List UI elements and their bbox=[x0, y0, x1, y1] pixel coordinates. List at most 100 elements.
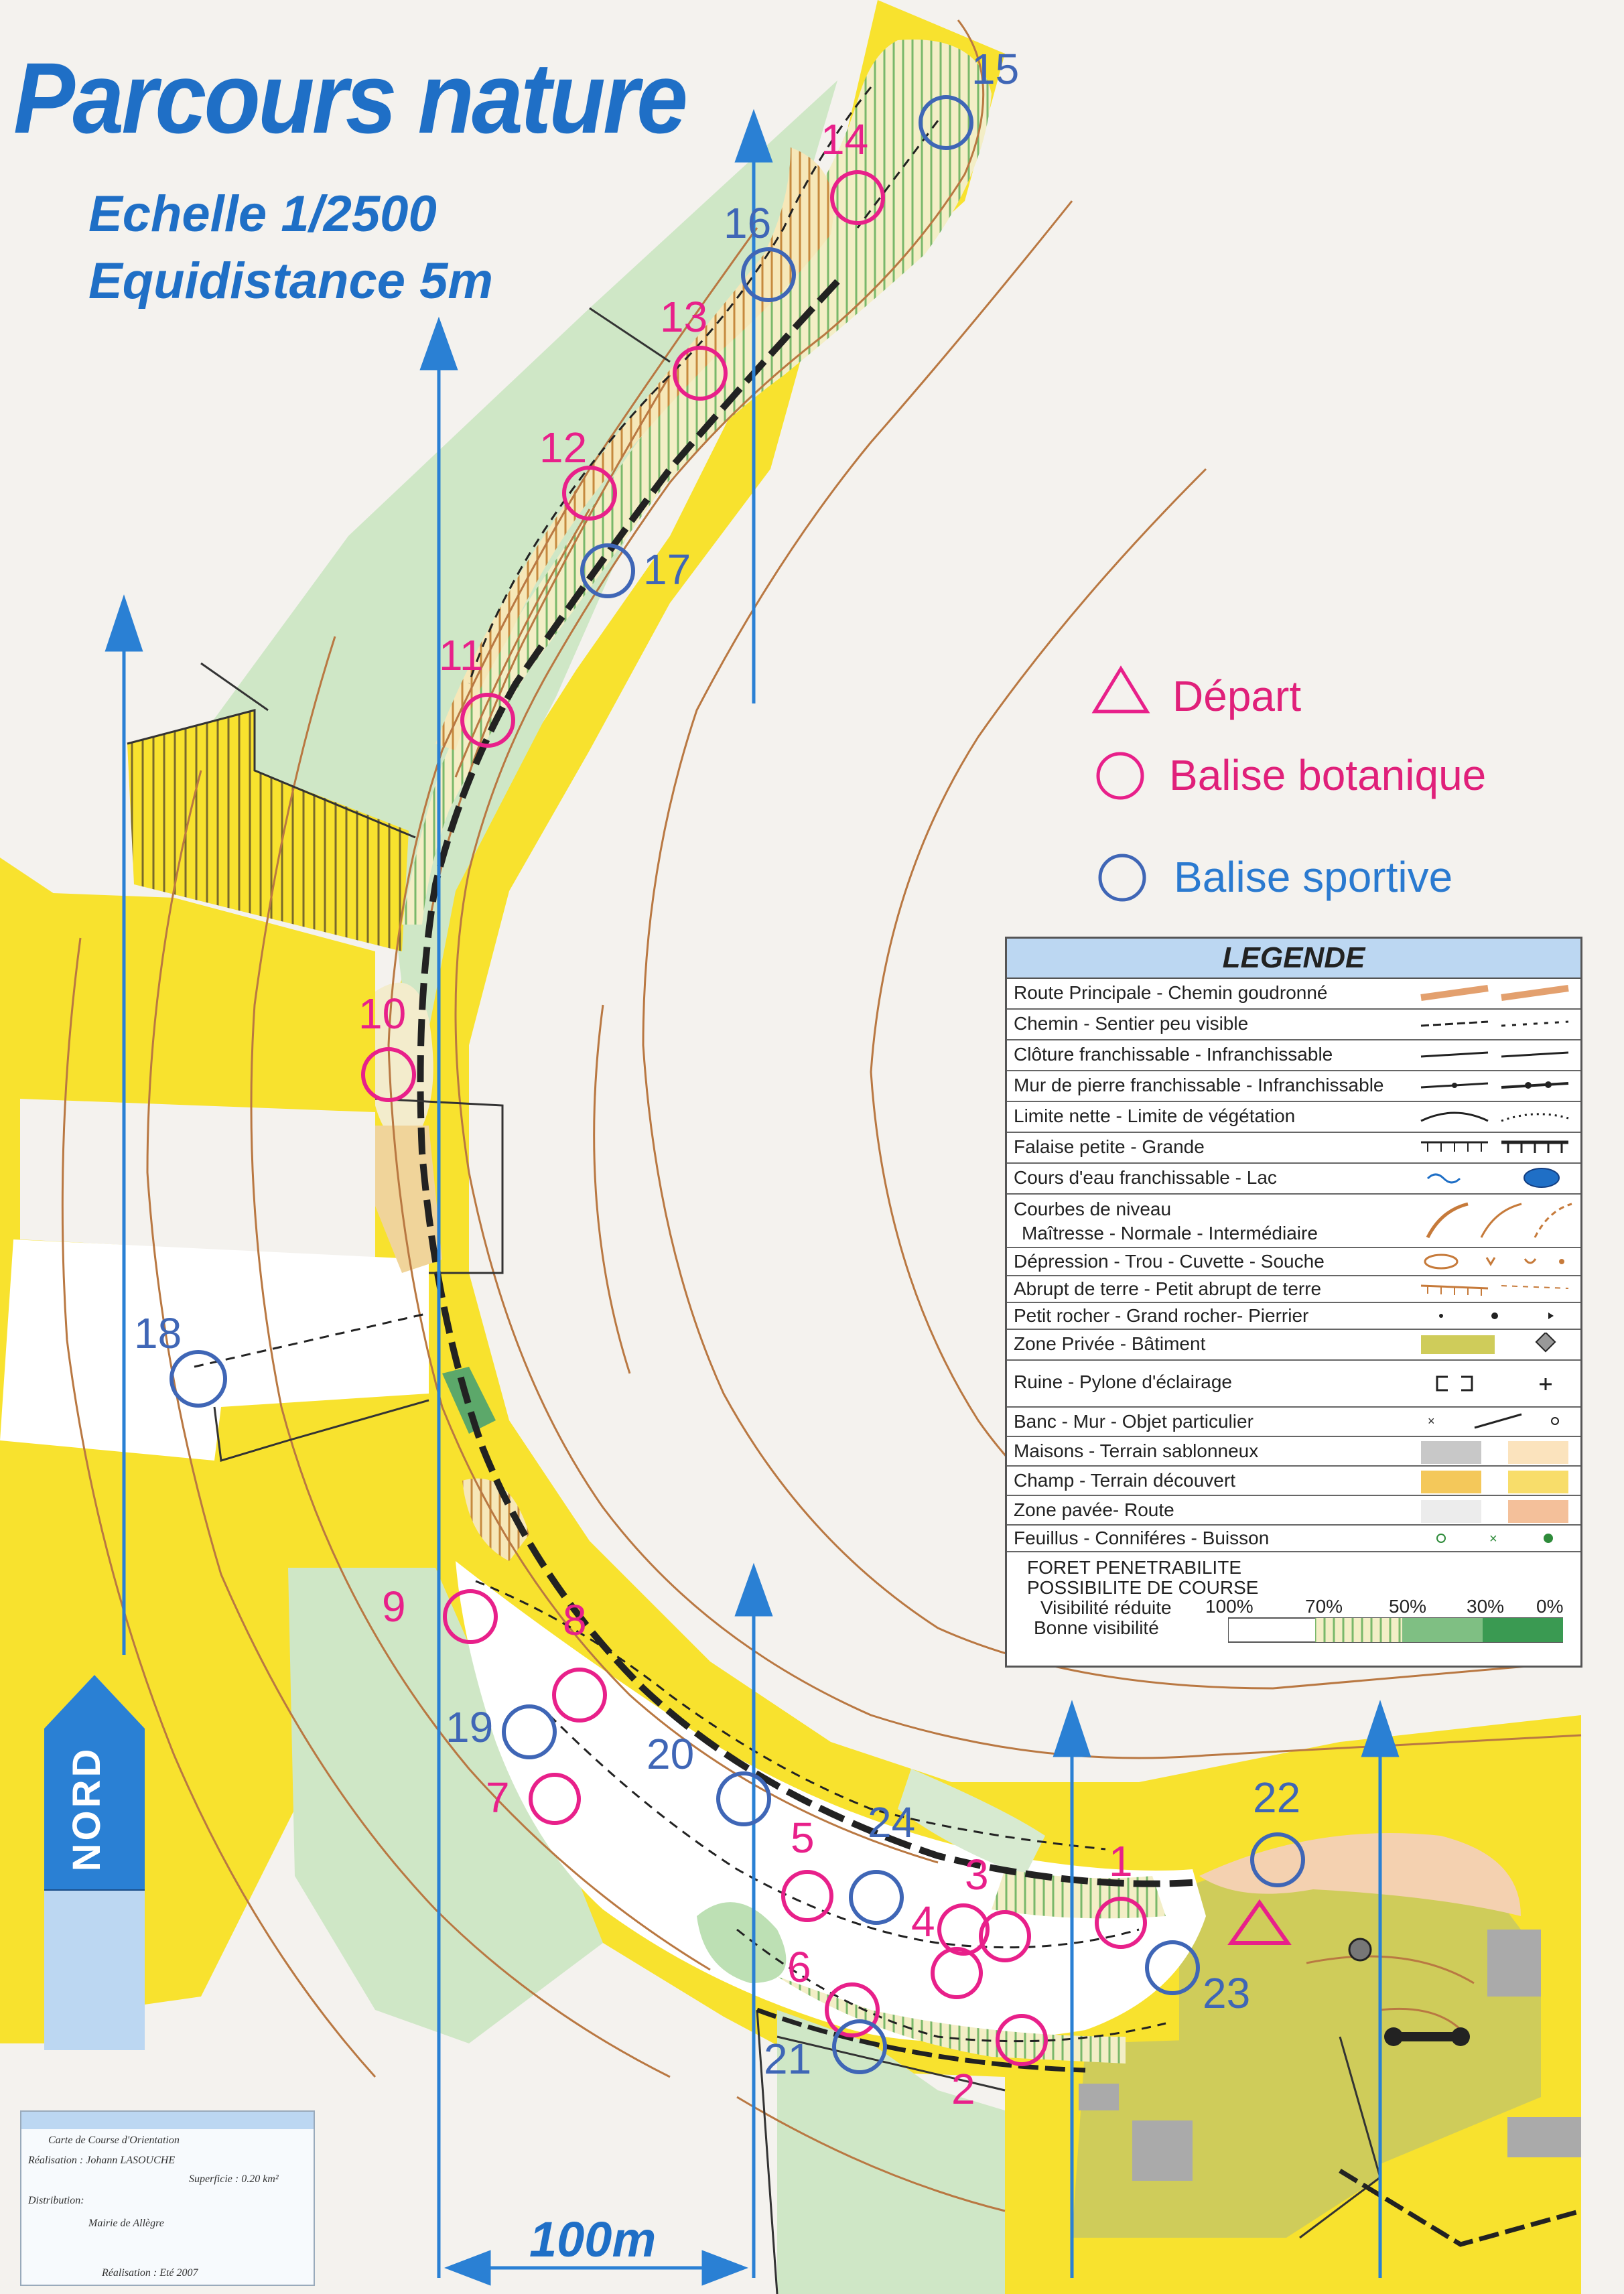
svg-text:14: 14 bbox=[821, 115, 868, 163]
control-2-circle[interactable] bbox=[996, 2014, 1048, 2066]
legend-label: Zone pavée- Route bbox=[1014, 1499, 1174, 1520]
pen-50: 50% bbox=[1389, 1596, 1427, 1617]
control-24-circle[interactable] bbox=[849, 1870, 904, 1925]
north-label: NORD bbox=[65, 1746, 109, 1872]
legend-label: Limite nette - Limite de végétation bbox=[1014, 1105, 1296, 1126]
legend-label: Chemin - Sentier peu visible bbox=[1014, 1013, 1249, 1034]
legend-label: Zone Privée - Bâtiment bbox=[1014, 1333, 1206, 1354]
control-labels: 1 2 3 4 5 6 7 8 9 10 11 12 13 14 15 16 1… bbox=[134, 45, 1300, 2113]
control-3-circle[interactable] bbox=[937, 1903, 990, 1956]
legend-row: Champ - Terrain découvert bbox=[1007, 1467, 1580, 1496]
legend-title: LEGENDE bbox=[1007, 939, 1580, 979]
control-6-circle[interactable] bbox=[825, 1982, 880, 2037]
svg-text:7: 7 bbox=[486, 1773, 510, 1822]
credits-distributor: Mairie de Allègre bbox=[88, 2218, 164, 2229]
credits-header bbox=[21, 2112, 314, 2129]
control-14-circle[interactable] bbox=[830, 170, 885, 225]
legend-row: Cours d'eau franchissable - Lac bbox=[1007, 1164, 1580, 1195]
control-10-circle[interactable] bbox=[361, 1047, 416, 1102]
legend-label: Champ - Terrain découvert bbox=[1014, 1470, 1235, 1491]
legend-row: Ruine - Pylone d'éclairage bbox=[1007, 1361, 1580, 1408]
svg-text:24: 24 bbox=[868, 1798, 915, 1846]
legend-row: Maisons - Terrain sablonneux bbox=[1007, 1437, 1580, 1467]
svg-text:20: 20 bbox=[647, 1730, 694, 1778]
private-field bbox=[127, 710, 409, 951]
control-23-circle[interactable] bbox=[1145, 1940, 1200, 1995]
pen-70: 70% bbox=[1305, 1596, 1343, 1617]
svg-text:6: 6 bbox=[787, 1943, 811, 1991]
control-4-circle[interactable] bbox=[931, 1947, 983, 1999]
stone-wall bbox=[756, 2007, 1086, 2073]
north-arrow bbox=[44, 1675, 145, 2050]
control-11-circle[interactable] bbox=[460, 693, 515, 748]
field-mid bbox=[0, 891, 375, 1139]
road-swatch bbox=[1420, 985, 1569, 1001]
legend-label: Courbes de niveau bbox=[1014, 1199, 1172, 1219]
depression-swatch bbox=[1424, 1254, 1564, 1270]
botanical-key-icon bbox=[1096, 752, 1144, 800]
house bbox=[1079, 2084, 1119, 2110]
control-1-circle[interactable] bbox=[1095, 1897, 1147, 1949]
control-15-circle[interactable] bbox=[919, 95, 973, 150]
water-swatch bbox=[1426, 1168, 1560, 1188]
control-12-circle[interactable] bbox=[562, 466, 617, 521]
legend-footer-l1: FORET PENETRABILITE bbox=[1027, 1557, 1241, 1578]
legend-label: Route Principale - Chemin goudronné bbox=[1014, 982, 1328, 1003]
legend-row: Courbes de niveau Maîtresse - Normale - … bbox=[1007, 1195, 1580, 1248]
penetrability-scale bbox=[1228, 1617, 1563, 1643]
legend-row: Mur de pierre franchissable - Infranchis… bbox=[1007, 1071, 1580, 1102]
key-depart: Départ bbox=[1172, 672, 1302, 720]
control-5-circle[interactable] bbox=[781, 1870, 833, 1922]
control-18-circle[interactable] bbox=[170, 1350, 227, 1408]
legend-row: Feuillus - Conniféres - Buisson × bbox=[1007, 1526, 1580, 1552]
legend-label: Dépression - Trou - Cuvette - Souche bbox=[1014, 1251, 1325, 1272]
legend-row: Route Principale - Chemin goudronné bbox=[1007, 979, 1580, 1010]
control-4a-circle[interactable] bbox=[979, 1910, 1031, 1962]
pen-0: 0% bbox=[1536, 1596, 1564, 1617]
control-20-circle[interactable] bbox=[716, 1771, 771, 1826]
control-19-circle[interactable] bbox=[502, 1704, 557, 1759]
legend-row: Falaise petite - Grande bbox=[1007, 1133, 1580, 1164]
stone-wall bbox=[1339, 2169, 1582, 2247]
park-open-area bbox=[456, 1561, 1206, 2042]
control-21-circle[interactable] bbox=[832, 2019, 887, 2074]
scale-bar bbox=[444, 2250, 748, 2286]
svg-text:×: × bbox=[1489, 1532, 1497, 1546]
forest-patch bbox=[898, 1769, 1045, 1876]
pylon bbox=[1348, 1938, 1372, 1962]
credits-author: Réalisation : Johann LASOUCHE bbox=[28, 2155, 176, 2166]
house bbox=[1132, 2120, 1193, 2181]
svg-text:×: × bbox=[1428, 1414, 1435, 1428]
svg-text:19: 19 bbox=[446, 1703, 493, 1751]
rock bbox=[1451, 2027, 1470, 2046]
legend-row: Dépression - Trou - Cuvette - Souche bbox=[1007, 1248, 1580, 1276]
legend-box: LEGENDE Route Principale - Chemin goudro… bbox=[1005, 937, 1582, 1668]
control-9-circle[interactable] bbox=[443, 1589, 498, 1644]
control-22-circle[interactable] bbox=[1250, 1832, 1305, 1887]
start-triangle[interactable] bbox=[1227, 1899, 1292, 1945]
svg-text:4: 4 bbox=[911, 1897, 935, 1946]
cliff-swatch bbox=[1421, 1140, 1568, 1153]
legend-row: Chemin - Sentier peu visible bbox=[1007, 1010, 1580, 1040]
control-16-circle[interactable] bbox=[741, 247, 796, 302]
bench-swatch: × bbox=[1428, 1413, 1559, 1429]
map-scale-info: Echelle 1/2500 Equidistance 5m bbox=[88, 181, 493, 315]
sport-controls bbox=[170, 95, 1305, 2074]
control-17-circle[interactable] bbox=[580, 543, 635, 598]
control-13-circle[interactable] bbox=[673, 346, 728, 401]
trails bbox=[194, 86, 1166, 2043]
white-field bbox=[0, 1239, 429, 1461]
control-8-circle[interactable] bbox=[552, 1668, 607, 1723]
legend-label: Ruine - Pylone d'éclairage bbox=[1014, 1371, 1232, 1392]
svg-text:11: 11 bbox=[439, 631, 483, 679]
house bbox=[1487, 1930, 1541, 1997]
svg-text:23: 23 bbox=[1203, 1969, 1250, 2017]
svg-text:21: 21 bbox=[764, 2035, 811, 2083]
control-7-circle[interactable] bbox=[529, 1773, 581, 1825]
credits-date: Réalisation : Eté 2007 bbox=[102, 2267, 198, 2279]
legend-footer-l2: POSSIBILITE DE COURSE bbox=[1027, 1577, 1259, 1598]
forest-south bbox=[777, 2010, 1005, 2294]
legend-footer: FORET PENETRABILITE POSSIBILITE DE COURS… bbox=[1007, 1552, 1580, 1684]
earth-bank-swatch bbox=[1420, 1284, 1569, 1296]
